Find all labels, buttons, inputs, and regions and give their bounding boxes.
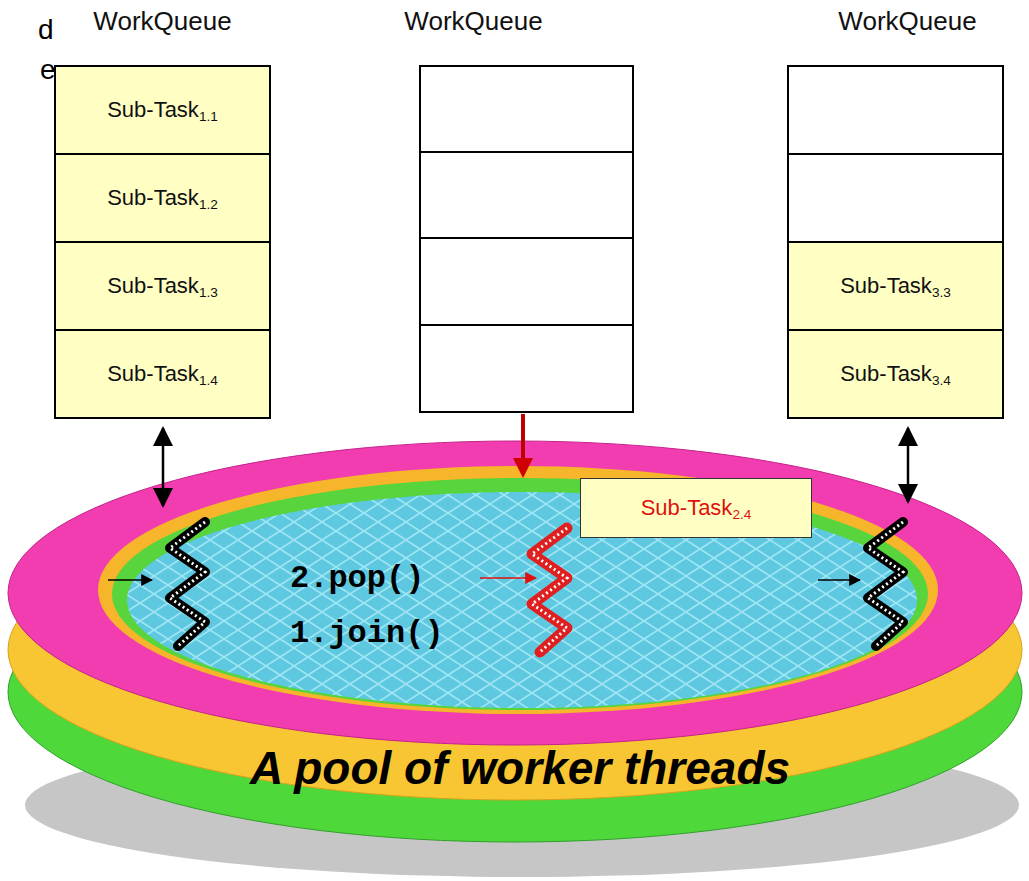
queue-heading: WorkQueue <box>366 6 581 36</box>
queue-cell: Sub-Task1.2 <box>54 153 271 243</box>
label-slot: A pool of worker threads <box>60 742 980 795</box>
task-label: Sub-Task1.4 <box>107 361 218 387</box>
task-box: Sub-Task2.4 <box>580 478 812 538</box>
queue-dividers <box>420 152 633 325</box>
pointer-arrow <box>480 577 536 579</box>
text-subscript: 3.4 <box>932 373 951 388</box>
text-part: Sub-Task <box>840 273 932 298</box>
queue-stack <box>55 66 270 418</box>
task-label: Sub-Task3.4 <box>840 361 951 387</box>
text-subscript: 1.4 <box>199 373 218 388</box>
worker-thread <box>532 528 567 652</box>
thread-squiggle <box>170 522 205 646</box>
task-label: Sub-Task1.3 <box>107 273 218 299</box>
task-label: Sub-Task3.3 <box>840 273 951 299</box>
text-part: Sub-Task <box>107 185 199 210</box>
text-subscript: 1.2 <box>199 197 218 212</box>
text-subscript: 3.3 <box>932 285 951 300</box>
queue-heading: WorkQueue <box>800 6 1015 36</box>
task-label: Sub-Task1.2 <box>107 185 218 211</box>
text-subscript: 2.4 <box>732 507 751 522</box>
queue-cell: Sub-Task3.3 <box>787 241 1004 331</box>
label-slot: 2.pop() <box>290 560 470 597</box>
task-label: Sub-Task1.1 <box>107 97 218 123</box>
pool-caption: A pool of worker threads <box>60 742 980 795</box>
worker-thread <box>868 522 903 646</box>
work-queue: WorkQueueSub-Task3.3Sub-Task3.4 <box>788 0 1003 418</box>
pop-arrow <box>521 414 525 474</box>
text-part: Sub-Task <box>107 273 199 298</box>
pointer-arrow <box>108 579 152 581</box>
double-arrow <box>162 428 165 506</box>
work-queue-stacks <box>55 66 1003 418</box>
queue-cell: Sub-Task1.4 <box>54 329 271 419</box>
cut-off-text: e <box>40 54 70 86</box>
queue-cell: Sub-Task3.4 <box>787 329 1004 419</box>
pool-pink-rim <box>8 441 1022 745</box>
text-part: Sub-Task <box>107 361 199 386</box>
label-slot: d <box>38 14 68 46</box>
work-queue: WorkQueueSub-Task1.1Sub-Task1.2Sub-Task1… <box>55 0 270 418</box>
queue-heading: WorkQueue <box>55 6 270 36</box>
text-part: Sub-Task <box>107 97 199 122</box>
text-part: Sub-Task <box>641 495 733 520</box>
pool-inner-yellow <box>98 466 938 714</box>
queue-dividers <box>55 154 270 330</box>
work-queue: WorkQueue <box>420 0 635 418</box>
thread-squiggle <box>532 528 567 652</box>
step-label: 2.pop() <box>290 560 470 597</box>
worker-thread <box>170 522 205 646</box>
text-subscript: 1.1 <box>199 109 218 124</box>
thread-texture <box>170 522 205 646</box>
text-subscript: 1.3 <box>199 285 218 300</box>
label-slot: e <box>40 54 70 86</box>
queue-cell: Sub-Task1.1 <box>54 65 271 155</box>
cut-off-text: d <box>38 14 68 46</box>
queue-stack <box>420 66 633 412</box>
queue-cell: Sub-Task1.3 <box>54 241 271 331</box>
label-slot: 1.join() <box>290 615 470 652</box>
queue-dividers <box>788 154 1003 330</box>
text-part: Sub-Task <box>840 361 932 386</box>
pointer-arrow <box>818 579 860 581</box>
thread-texture <box>868 522 903 646</box>
task-label: Sub-Task2.4 <box>641 495 752 521</box>
double-arrow <box>907 428 910 502</box>
pool-inner-green <box>112 478 928 710</box>
step-label: 1.join() <box>290 615 470 652</box>
thread-squiggle <box>868 522 903 646</box>
thread-texture <box>532 528 567 652</box>
queue-stack <box>788 66 1003 418</box>
